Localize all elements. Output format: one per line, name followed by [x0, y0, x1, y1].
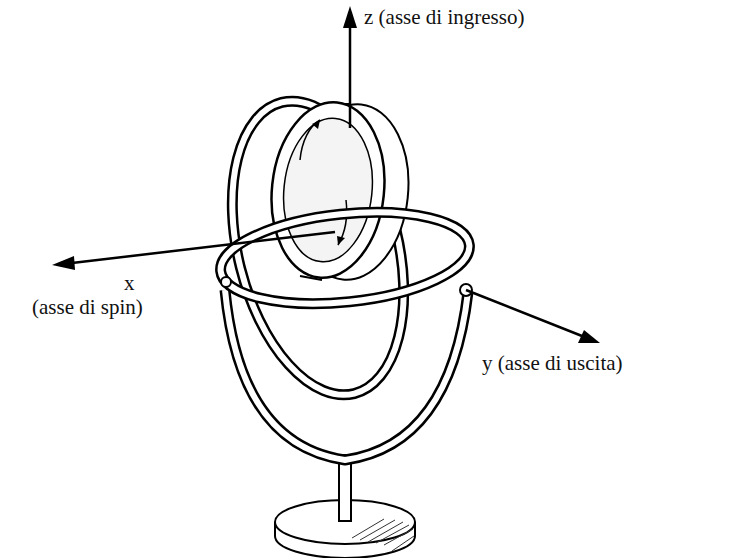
x-arrowhead — [52, 256, 75, 270]
spin-arrow — [300, 120, 320, 160]
pivot — [221, 277, 231, 287]
spin-arrowhead — [337, 236, 345, 245]
shade-line — [384, 529, 413, 545]
z-arrowhead — [343, 6, 357, 28]
axis-label: y (asse di uscita) — [480, 352, 625, 375]
rotor-front — [263, 97, 393, 284]
outer-gimbal-inner — [216, 201, 474, 315]
spin-arrow — [338, 200, 347, 245]
axis-label: x — [122, 272, 137, 295]
y-axis — [466, 290, 582, 336]
rotor-face — [277, 114, 380, 266]
shade-line — [352, 519, 384, 538]
y-arrowhead — [578, 330, 600, 343]
z-axis — [349, 24, 352, 128]
axis-label: (asse di spin) — [30, 296, 145, 319]
outer-gimbal — [216, 201, 474, 315]
base-shading — [352, 519, 414, 551]
axis-label: z (asse di ingresso) — [362, 6, 526, 29]
shade-line — [392, 536, 414, 551]
spin-arrowhead — [312, 120, 320, 129]
x-axis — [72, 232, 335, 263]
